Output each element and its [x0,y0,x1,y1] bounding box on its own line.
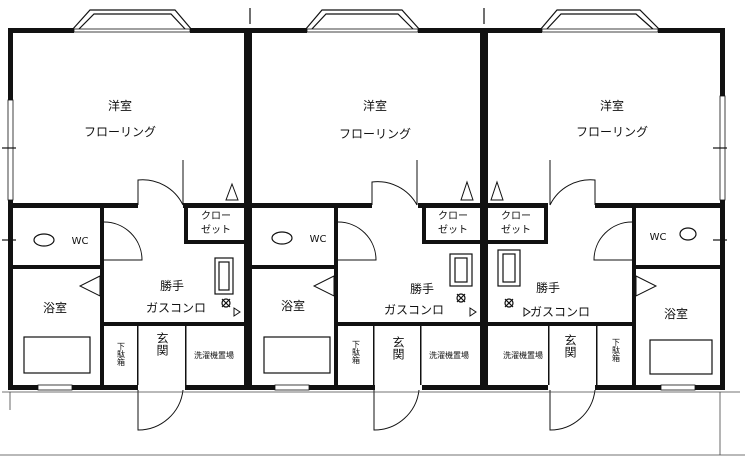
kitchen-label: 勝手 [536,280,560,295]
shoe-box-label: 下駄箱 [117,342,126,367]
unit-1-labels: 洋室 フローリング クロー ゼット WC 勝手 ガスコンロ 浴室 下駄箱 玄関 … [43,98,234,367]
kitchen-label: 勝手 [160,278,184,293]
unit-2-labels: 洋室 フローリング クロー ゼット WC 勝手 ガスコンロ 浴室 下駄箱 玄関 … [281,98,469,365]
fixtures [2,8,727,375]
bath-label: 浴室 [281,298,305,313]
gas-stove-label: ガスコンロ [530,305,590,319]
entrance-label: 玄関 [563,333,577,358]
wc-label: WC [72,236,89,247]
shoe-box-label: 下駄箱 [612,338,621,363]
closet-label-line2: ゼット [501,224,531,236]
entrance-label: 玄関 [155,331,169,356]
gas-stove-label: ガスコンロ [384,303,444,317]
shoe-box-label: 下駄箱 [352,340,361,365]
unit-3-labels: 洋室 フローリング クロー ゼット WC 勝手 ガスコンロ 浴室 下駄箱 玄関 … [501,98,688,363]
flooring-label: フローリング [339,127,411,141]
closet-label-line1: クロー [501,210,531,222]
gas-stove-label: ガスコンロ [146,301,206,315]
outer-walls [7,28,726,391]
washer-label: 洗濯機置場 [503,350,543,360]
party-walls [244,28,488,390]
flooring-label: フローリング [576,125,648,139]
entrance-label: 玄関 [391,335,405,360]
bath-label: 浴室 [664,306,688,321]
western-room-label: 洋室 [108,98,132,113]
bay-windows [70,9,662,31]
western-room-label: 洋室 [363,98,387,113]
flooring-label: フローリング [84,125,156,139]
wc-label: WC [310,234,327,245]
wc-label: WC [650,232,667,243]
washer-label: 洗濯機置場 [429,350,469,360]
interior-walls [8,203,725,326]
bath-label: 浴室 [43,300,67,315]
closet-label-line2: ゼット [438,224,468,236]
closet-label-line1: クロー [201,210,231,222]
washer-label: 洗濯機置場 [194,350,234,360]
closet-label-line2: ゼット [201,224,231,236]
doors [78,160,658,431]
closet-label-line1: クロー [438,210,468,222]
kitchen-label: 勝手 [410,281,434,296]
ground-lines [0,391,745,456]
vertical-walls [100,208,636,390]
western-room-label: 洋室 [600,98,624,113]
